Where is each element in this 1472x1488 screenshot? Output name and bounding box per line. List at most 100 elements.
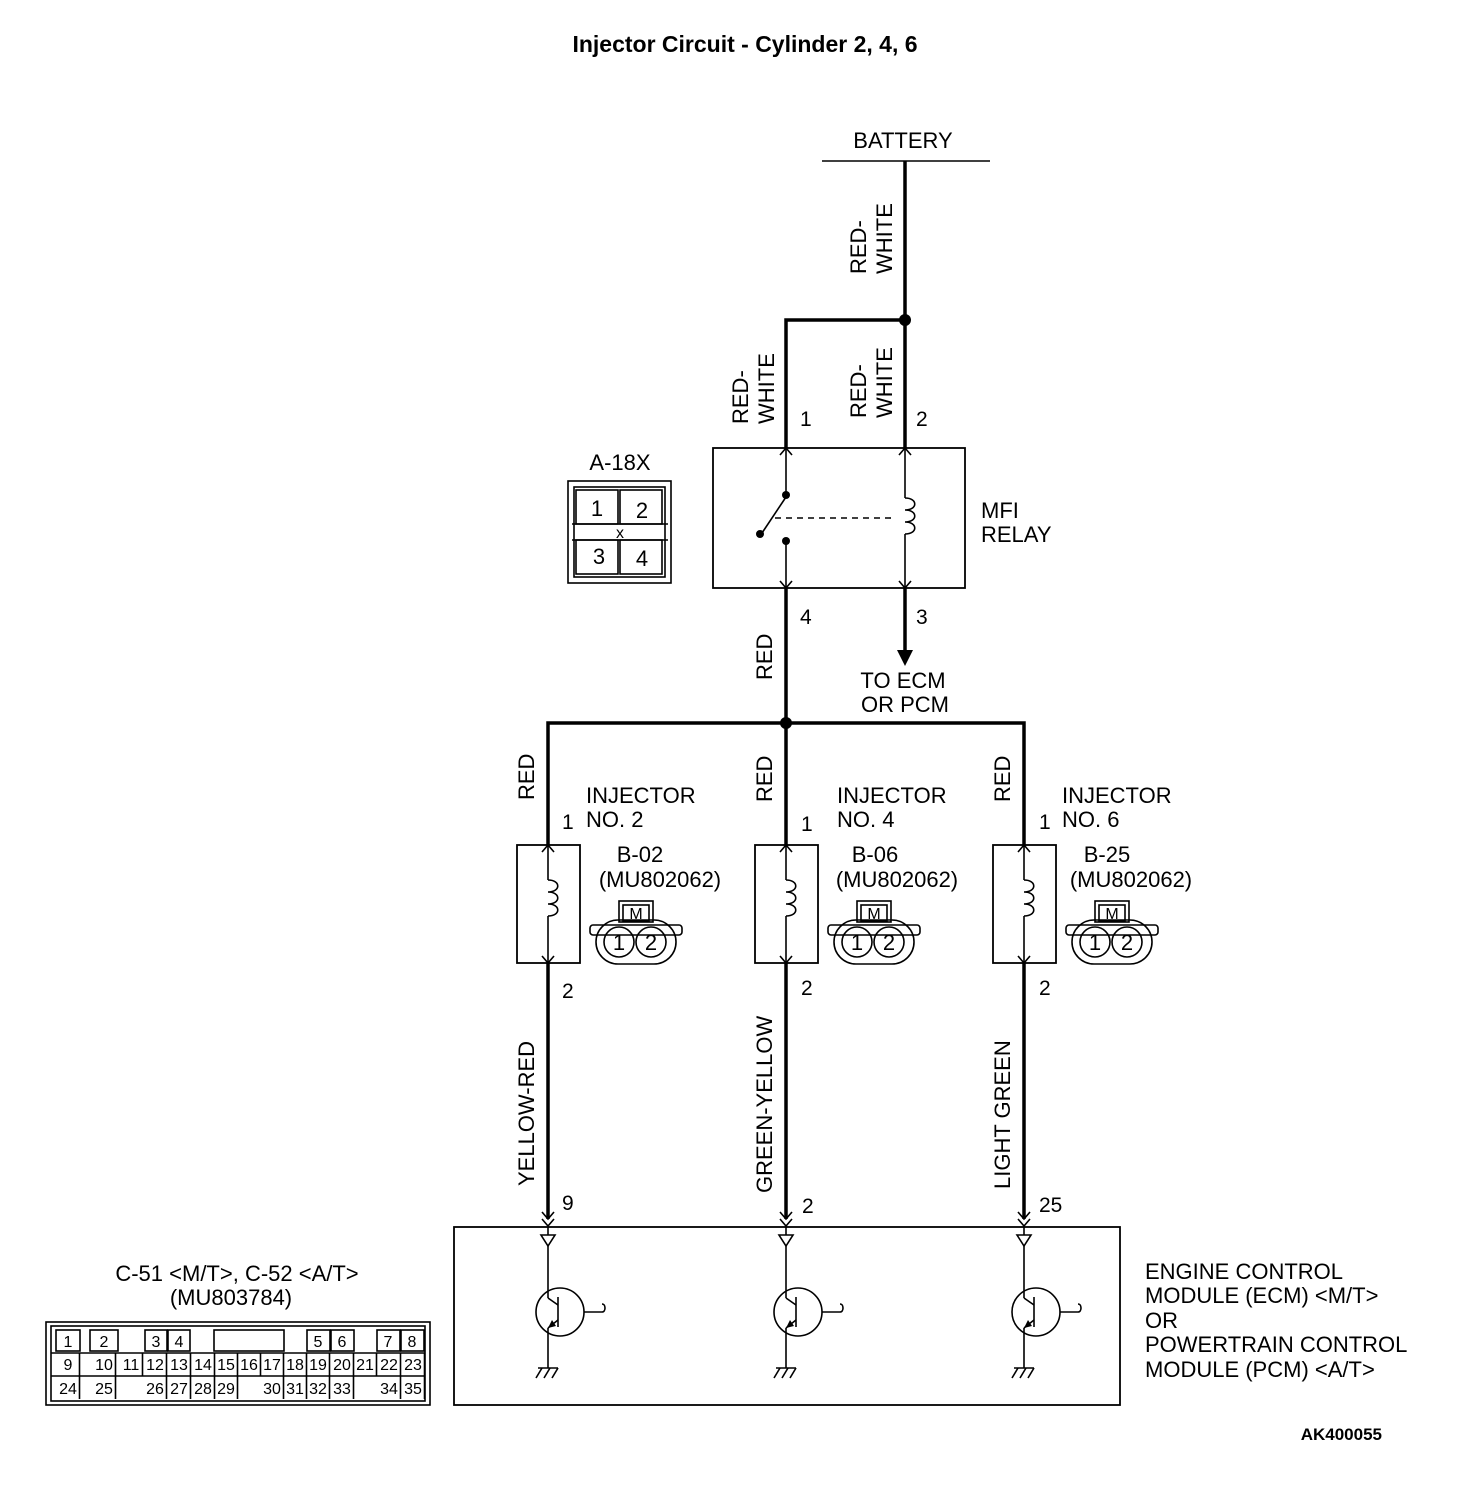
ecm-connector-pin-22: 22: [380, 1357, 398, 1374]
relay-connector-face: x 1 2 3 4: [567, 480, 672, 584]
injector-no6: RED 1 INJECTOR NO. 6 2 B-25 (MU802062): [990, 756, 1192, 1000]
relay-pin-1: 1: [800, 408, 812, 431]
injector4-connector: B-06: [852, 842, 898, 867]
wire-label-red-white-pin2: RED- WHITE: [846, 347, 897, 418]
ecm-box: [453, 1226, 1121, 1406]
svg-text:M: M: [1105, 906, 1118, 923]
relay-switch-pivot: [756, 530, 764, 538]
ecm-connector-name: C-51 <M/T>, C-52 <A/T>: [115, 1261, 358, 1286]
injector2-title1: INJECTOR: [586, 783, 696, 808]
ecm-connector-pin-16: 16: [240, 1357, 258, 1374]
ecm-connector-pin-1: 1: [64, 1334, 73, 1351]
to-ecm-arrow: [897, 650, 913, 666]
relay-connector-name: A-18X: [589, 450, 650, 475]
ecm-connector-pin-33: 33: [333, 1381, 351, 1398]
ecm-connector-pin-12: 12: [146, 1357, 164, 1374]
ecm-pin-9: 9: [562, 1192, 574, 1215]
ecm-connector-pin-25: 25: [95, 1381, 113, 1398]
ecm-connector-pin-20: 20: [333, 1357, 351, 1374]
ecm-connector-pin-15: 15: [217, 1357, 235, 1374]
wire-label-red-inj6: RED: [990, 756, 1015, 802]
relay-coil: [904, 497, 916, 535]
injector2-pin-out: 2: [562, 980, 574, 1003]
svg-text:1: 1: [613, 930, 625, 955]
injector-no4: RED 1 INJECTOR NO. 4 2 B-06 (MU802062): [752, 756, 958, 1000]
ecm-connector-pin-18: 18: [286, 1357, 304, 1374]
wire-label-light-green: LIGHT GREEN: [990, 1040, 1015, 1189]
ecm-connector-pin-13: 13: [170, 1357, 188, 1374]
ecm-label-line2: MODULE (ECM) <M/T>: [1145, 1283, 1378, 1308]
svg-text:2: 2: [636, 498, 648, 523]
relay-pin-2: 2: [916, 408, 928, 431]
injector6-part: (MU802062): [1070, 867, 1192, 892]
mfi-relay-box: [712, 447, 966, 589]
relay-pin-3: 3: [916, 606, 928, 629]
ecm-driver-3: [1011, 1211, 1082, 1379]
ecm-pin-2: 2: [802, 1195, 814, 1218]
wire-label-yellow-red: YELLOW-RED: [514, 1041, 539, 1186]
injector6-pin-in: 1: [1039, 811, 1051, 834]
relay-pin-4: 4: [800, 606, 812, 629]
diagram-title: Injector Circuit - Cylinder 2, 4, 6: [572, 31, 917, 57]
relay-pin1-feed-wire: [784, 318, 905, 448]
ecm-connector-pin-7: 7: [384, 1334, 393, 1351]
injector4-part: (MU802062): [836, 867, 958, 892]
ecm-connector-pin-27: 27: [170, 1381, 188, 1398]
wire-label-red-white-top: RED- WHITE: [846, 203, 897, 274]
ecm-connector-pin-11: 11: [123, 1357, 140, 1374]
relay-switch-contact-top: [782, 491, 790, 499]
svg-text:RED-: RED-: [728, 370, 753, 424]
ecm-connector-pin-26: 26: [146, 1381, 164, 1398]
ecm-connector-pin-23: 23: [404, 1357, 422, 1374]
ecm-connector-pin-19: 19: [309, 1357, 327, 1374]
svg-text:2: 2: [883, 930, 895, 955]
svg-text:1: 1: [851, 930, 863, 955]
ecm-connector-pin-9: 9: [64, 1357, 73, 1374]
ecm-connector-pin-4: 4: [175, 1334, 184, 1351]
ecm-label-line1: ENGINE CONTROL: [1145, 1259, 1343, 1284]
injector4-pin-out: 2: [801, 977, 813, 1000]
svg-text:M: M: [867, 906, 880, 923]
ecm-pin-25: 25: [1039, 1194, 1062, 1217]
ecm-connector-pin-5: 5: [314, 1334, 323, 1351]
injector2-pin-in: 1: [562, 811, 574, 834]
svg-text:1: 1: [1089, 930, 1101, 955]
ecm-label-line3: OR: [1145, 1308, 1178, 1333]
ecm-connector-pin-28: 28: [194, 1381, 212, 1398]
ecm-connector-part: (MU803784): [170, 1285, 292, 1310]
ecm-connector-pin-21: 21: [356, 1357, 374, 1374]
ecm-connector-pin-31: 31: [286, 1381, 304, 1398]
ecm-connector-pin-35: 35: [404, 1381, 422, 1398]
ecm-connector-pin-29: 29: [217, 1381, 235, 1398]
svg-text:WHITE: WHITE: [754, 353, 779, 424]
injector6-connector: B-25: [1084, 842, 1130, 867]
svg-text:x: x: [616, 525, 624, 542]
wire-label-red-inj4: RED: [752, 756, 777, 802]
svg-text:RED-: RED-: [846, 364, 871, 418]
injector4-pin-in: 1: [801, 813, 813, 836]
ecm-label-line4: POWERTRAIN CONTROL: [1145, 1332, 1407, 1357]
ecm-connector-pin-30: 30: [263, 1381, 281, 1398]
injector4-title1: INJECTOR: [837, 783, 947, 808]
injector6-connector-face: M 1 2: [1065, 900, 1159, 965]
svg-text:4: 4: [636, 546, 648, 571]
ecm-connector-pin-10: 10: [95, 1357, 113, 1374]
wire-label-green-yellow: GREEN-YELLOW: [752, 1016, 777, 1193]
injector2-title2: NO. 2: [586, 807, 643, 832]
battery-label: BATTERY: [853, 128, 953, 153]
ecm-driver-2: [773, 1211, 844, 1379]
svg-text:1: 1: [591, 496, 603, 521]
relay-name-line1: MFI: [981, 498, 1019, 523]
wire-label-red-white-pin1: RED- WHITE: [728, 353, 779, 424]
ecm-connector-pin-14: 14: [194, 1357, 212, 1374]
svg-text:WHITE: WHITE: [872, 203, 897, 274]
ecm-connector-pin-8: 8: [408, 1334, 417, 1351]
wire-label-red-inj2: RED: [514, 754, 539, 800]
relay-switch-arm: [761, 496, 787, 534]
wire-label-red-relay: RED: [752, 634, 777, 680]
to-ecm-line2: OR PCM: [861, 692, 949, 717]
